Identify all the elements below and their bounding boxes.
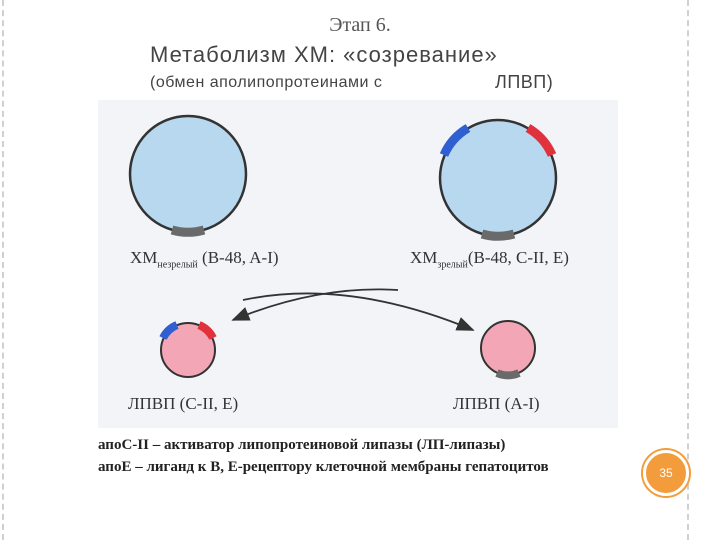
slide-main-title: Метаболизм ХМ: «созревание» [150,42,498,67]
hdl-left-label: ЛПВП (C-II, E) [128,394,239,413]
immature-chylomicron-particle [128,114,248,237]
hdl-right-label: ЛПВП (A-I) [453,394,540,413]
slide-stage-title: Этап 6. [329,14,391,36]
arrow-to-hdl-left [231,288,399,321]
mature-chylomicron-particle [438,118,558,241]
caption-apoc2: апоС-II – активатор липопротеиновой липа… [98,437,506,453]
apoprotein-exchange-diagram [128,114,558,380]
caption-apoe: апоЕ – лиганд к В, Е-рецептору клеточной… [98,459,549,475]
slide-subtitle-part1: (обмен аполипопротеинами с [150,74,383,91]
hdl-particle-right [480,320,536,380]
slide-subtitle-part2: ЛПВП) [495,72,554,92]
mature-chylomicron-label: ХМзрелый(B-48, C-II, E) [410,248,569,271]
arrow-to-hdl-right [242,292,475,331]
hdl-particle-left [159,321,217,378]
page-number-badge: 35 [643,450,689,496]
diagram-panel: ХМнезрелый (B-48, A-I) ХМзрелый(B-48, C-… [98,100,618,428]
immature-chylomicron-label: ХМнезрелый (B-48, A-I) [130,248,279,271]
left-dashed-border [2,0,4,540]
right-dashed-border [687,0,689,540]
